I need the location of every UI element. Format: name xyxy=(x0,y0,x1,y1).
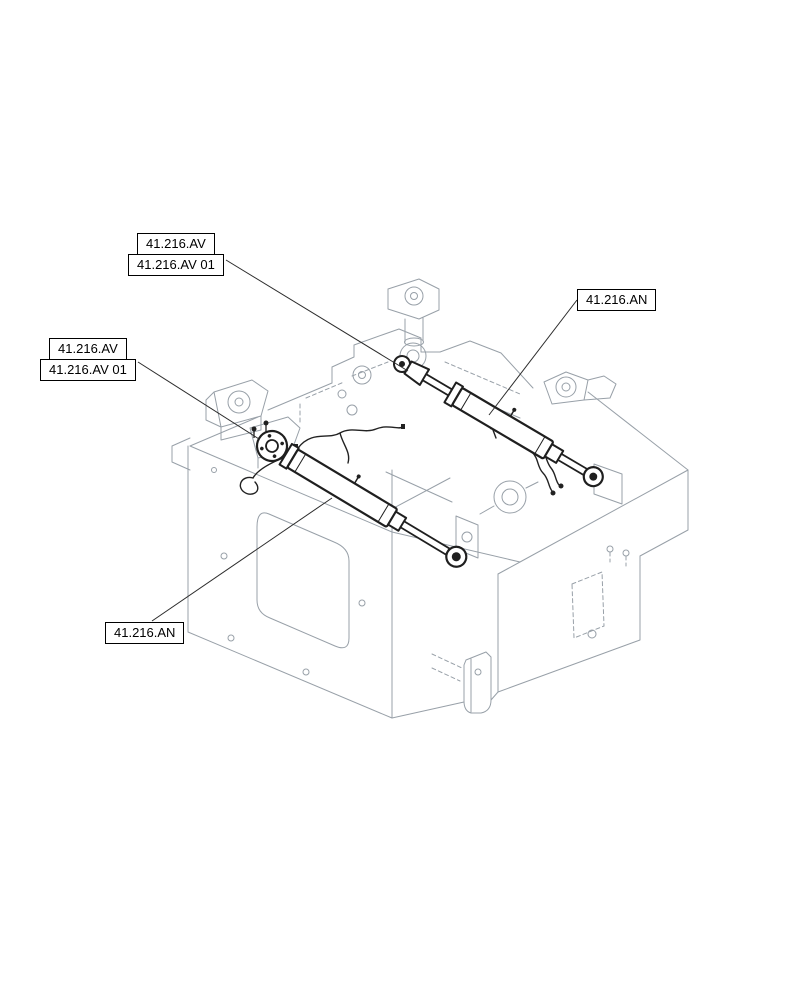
bracket-bore xyxy=(227,390,251,414)
bracket-bore xyxy=(404,286,424,306)
bolt-hole xyxy=(302,668,310,676)
callout-an-bottom[interactable]: 41.216.AN xyxy=(105,622,185,644)
hidden-line xyxy=(431,653,463,682)
harness-coil xyxy=(239,455,289,495)
right-rear-bracket xyxy=(543,371,617,405)
harness-connector xyxy=(401,424,405,429)
grease-fitting xyxy=(512,407,517,412)
bolt-shank xyxy=(253,425,267,438)
grease-fitting-stem xyxy=(492,429,497,439)
rod-eye-pin xyxy=(589,472,598,481)
piston-rod xyxy=(557,452,589,477)
leader-av-left xyxy=(137,361,260,440)
frame-back-steps xyxy=(331,328,441,384)
spacer-ring xyxy=(358,371,366,379)
callout-ref-label[interactable]: 41.216.AV xyxy=(137,233,215,255)
frame-back-right-edge xyxy=(439,340,534,389)
front-axle-bracket xyxy=(205,379,269,441)
grease-fitting-stem xyxy=(353,477,359,484)
callout-ref-label[interactable]: 41.216.AV 01 xyxy=(40,359,136,381)
flange-bolt xyxy=(267,434,272,438)
small-washer xyxy=(337,389,347,399)
grease-fitting xyxy=(356,474,361,479)
spacer-ring xyxy=(352,365,372,385)
screw-head xyxy=(606,545,614,553)
hose-connector xyxy=(558,483,564,489)
steering-cylinder-upper xyxy=(393,355,604,488)
grease-fitting-stem xyxy=(509,410,515,417)
steering-cylinder-lower xyxy=(255,429,468,568)
mount-flange-bore xyxy=(265,439,279,453)
hose-connector xyxy=(550,490,556,496)
bolt-head xyxy=(263,420,269,426)
frame-top-left-edge xyxy=(189,382,333,447)
barrel-weld-lines xyxy=(460,392,546,455)
bolt-hole xyxy=(220,552,228,560)
hidden-line xyxy=(305,361,389,399)
callout-av-upper[interactable]: 41.216.AV 41.216.AV 01 xyxy=(128,233,224,276)
frame-bottom-links xyxy=(391,691,499,719)
callout-ref-label[interactable]: 41.216.AN xyxy=(577,289,657,311)
frame-window-cutout xyxy=(256,512,350,649)
harness-branch xyxy=(339,432,350,464)
left-fender-step xyxy=(171,437,191,471)
bracket-bore xyxy=(461,531,473,543)
frame-right-face xyxy=(497,469,689,693)
rod-eye-pin xyxy=(451,552,461,562)
hidden-bracket xyxy=(571,571,605,639)
chassis-hidden-lines xyxy=(299,361,627,682)
leader-an-bottom xyxy=(151,497,333,622)
top-center-bracket xyxy=(387,278,440,343)
callout-av-left[interactable]: 41.216.AV 41.216.AV 01 xyxy=(40,338,136,381)
chassis-frame xyxy=(171,278,689,719)
screw-stem xyxy=(609,551,627,567)
hidden-line xyxy=(444,361,521,395)
bolt-hole xyxy=(358,599,366,607)
leader-av-upper xyxy=(225,259,409,372)
bolt-hole xyxy=(227,634,235,642)
leader-an-right xyxy=(488,299,578,416)
steering-flange-ring xyxy=(493,480,527,514)
piston-rod xyxy=(399,520,451,556)
small-washer xyxy=(346,404,358,416)
cylinder-barrel xyxy=(286,449,398,528)
callout-ref-label[interactable]: 41.216.AV 01 xyxy=(128,254,224,276)
bracket-bore xyxy=(561,382,571,392)
callout-ref-label[interactable]: 41.216.AV xyxy=(49,338,127,360)
bolt-hole xyxy=(587,629,597,639)
harness-main-run xyxy=(297,426,404,449)
flange-mount-bolts xyxy=(251,420,269,438)
bracket-bore xyxy=(555,376,577,398)
bracket-bore xyxy=(410,292,418,300)
flange-bolt xyxy=(272,454,277,458)
flange-attach-lines xyxy=(479,481,539,515)
cross-brace xyxy=(385,471,453,511)
frame-left-face xyxy=(187,445,393,719)
bottom-flap-bracket xyxy=(463,651,492,714)
frame-left-top-edge xyxy=(189,445,393,533)
piston-rod xyxy=(421,373,453,397)
bracket-bore xyxy=(474,668,482,676)
flange-bolt xyxy=(260,446,264,451)
frame-right-top-edge xyxy=(587,391,689,471)
leader-lines xyxy=(137,259,578,622)
bolt-hole xyxy=(211,467,217,473)
rod-eye-pin xyxy=(399,361,405,367)
callout-an-right[interactable]: 41.216.AN xyxy=(577,289,657,311)
bolt-head xyxy=(251,426,257,432)
flange-bolt xyxy=(280,441,284,446)
bracket-bore xyxy=(234,397,244,407)
steering-flange-ring xyxy=(501,488,519,506)
pivot-pin-end xyxy=(404,337,424,347)
barrel-weld-lines xyxy=(294,453,390,523)
callout-ref-label[interactable]: 41.216.AN xyxy=(105,622,185,644)
screw-head xyxy=(622,549,630,557)
